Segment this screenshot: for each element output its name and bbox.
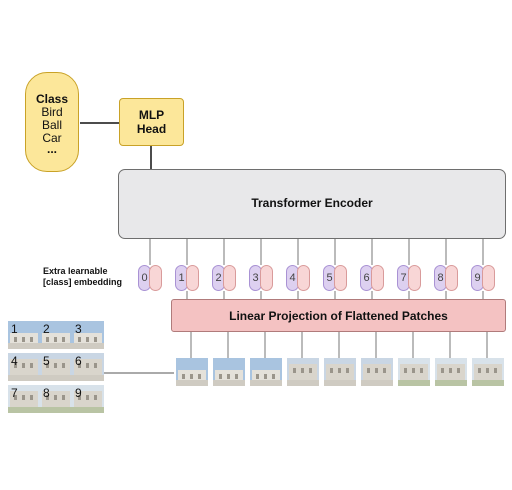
grid-patch-number: 9 <box>75 386 82 400</box>
grid-patch-number: 1 <box>11 322 18 336</box>
grid-patch: 7 <box>8 385 40 417</box>
grid-patch: 2 <box>40 321 72 353</box>
token-lines <box>149 239 488 358</box>
image-patch <box>398 358 430 386</box>
grid-patch-number: 2 <box>43 322 50 336</box>
classes-label-ellipsis: ... <box>46 142 57 156</box>
image-patch <box>287 358 319 386</box>
grid-patch-number: 6 <box>75 354 82 368</box>
grid-patch-number: 3 <box>75 322 82 336</box>
image-patch <box>250 358 282 386</box>
grid-patch: 5 <box>40 353 72 385</box>
grid-patch: 8 <box>40 385 72 417</box>
mlp-head-box <box>119 98 184 146</box>
image-patch <box>324 358 356 386</box>
grid-patch-number: 4 <box>11 354 18 368</box>
mlp-head-line1: MLP <box>138 108 165 122</box>
patch-embedding-token <box>334 265 347 291</box>
grid-patch: 4 <box>8 353 40 385</box>
grid-patch-number: 7 <box>11 386 18 400</box>
patch-embedding-token <box>371 265 384 291</box>
image-patch <box>361 358 393 386</box>
classes-box <box>25 72 79 172</box>
patch-embedding-token <box>223 265 236 291</box>
image-patch <box>176 358 208 386</box>
patch-embedding-token <box>260 265 273 291</box>
patch-embedding-token <box>482 265 495 291</box>
image-grid: 1 2 3 4 5 6 7 8 9 <box>8 321 104 417</box>
image-patch <box>472 358 504 386</box>
grid-patch: 1 <box>8 321 40 353</box>
patch-embedding-token <box>297 265 310 291</box>
image-patch <box>435 358 467 386</box>
extra-embedding-line2: [class] embedding <box>43 277 123 287</box>
grid-patch: 6 <box>72 353 104 385</box>
grid-patch-number: 8 <box>43 386 50 400</box>
linear-projection-box <box>171 299 506 332</box>
transformer-encoder-box <box>118 169 506 239</box>
class-embedding-token <box>149 265 162 291</box>
classes-label-car: Car <box>42 131 62 145</box>
grid-patch: 3 <box>72 321 104 353</box>
classes-label-bird: Bird <box>41 105 63 119</box>
patch-embedding-token <box>186 265 199 291</box>
extra-embedding-line1: Extra learnable <box>43 266 108 276</box>
linear-projection-label: Linear Projection of Flattened Patches <box>229 309 448 323</box>
transformer-encoder-label: Transformer Encoder <box>251 196 373 210</box>
patch-embedding-token <box>408 265 421 291</box>
patch-embedding-token <box>445 265 458 291</box>
grid-patch: 9 <box>72 385 104 417</box>
classes-label-ball: Ball <box>41 118 62 132</box>
classes-label-class: Class <box>35 92 69 106</box>
image-patch <box>213 358 245 386</box>
mlp-head-line2: Head <box>136 122 167 136</box>
grid-patch-number: 5 <box>43 354 50 368</box>
